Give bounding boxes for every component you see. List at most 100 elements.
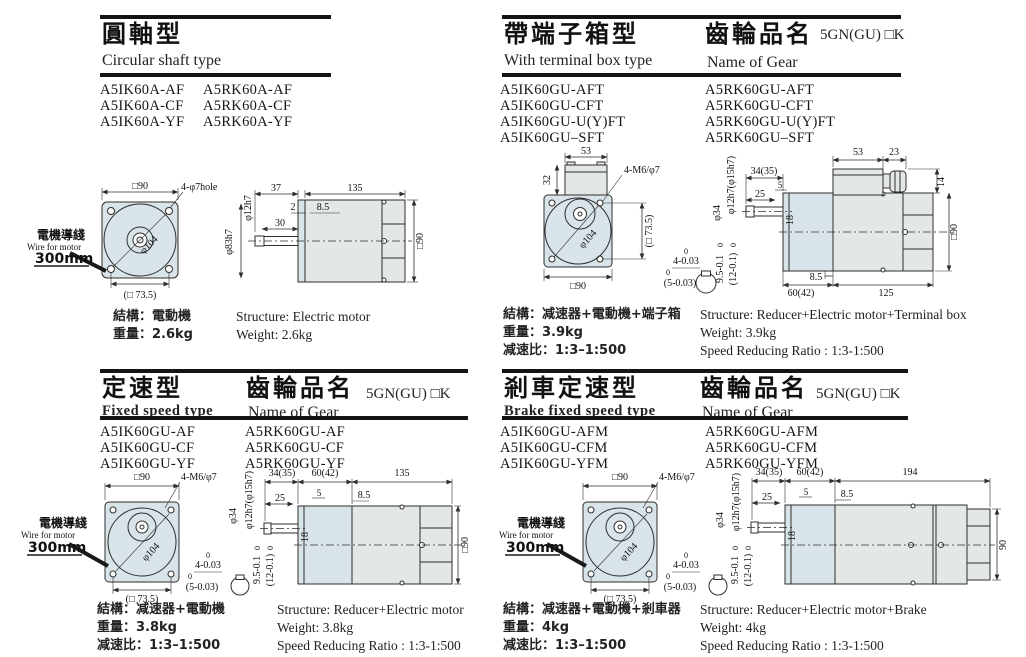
spec-line: Speed Reducing Ratio : 1:3-1:500: [277, 638, 461, 653]
model-number: A5IK60A-AF: [100, 82, 185, 98]
model-number: A5RK60A-AF: [203, 82, 293, 98]
q3-models-col2: A5RK60GU-AF A5RK60GU-CF A5RK60GU-YF: [245, 424, 345, 472]
terminal-box: [564, 164, 608, 196]
dim-32: 32: [542, 175, 553, 185]
wire-length: 300mm: [35, 251, 93, 267]
tol-12: (12-0.1): [728, 253, 739, 286]
q4-shaft-section-detail: 0 4-0.03 0 (5-0.03) 0 9.5-0.1 0 (12-0.1): [664, 546, 754, 596]
motor-wire: [546, 542, 587, 568]
rule: [502, 369, 908, 373]
spec-line: 减速比：1:3–1:500: [503, 343, 627, 358]
q3-gear-title-zh: 齒輪品名: [246, 374, 354, 402]
spec-line: Weight: 3.9kg: [700, 325, 777, 340]
model-number: A5RK60GU-AF: [245, 424, 345, 440]
q4-specs-zh: 結構：减速器+電動機+剎車器 重量：4kg 减速比：1:3–1:500: [503, 601, 681, 655]
dim-sq90: □90: [134, 472, 150, 483]
dimension-lines: [751, 478, 1001, 581]
dimension-lines: [264, 479, 461, 585]
dim-14: 14: [936, 177, 947, 187]
dim-sq90: □90: [132, 181, 148, 192]
tol-95: 9.5-0.1: [715, 255, 726, 283]
spec-line: Weight: 4kg: [700, 620, 767, 635]
dim-53: 53: [853, 147, 863, 158]
spec-line: 减速比：1:3–1:500: [503, 638, 627, 653]
spec-line: 結構：减速器+電動機: [97, 602, 225, 617]
q2-specs-en: Structure: Reducer+Electric motor+Termin…: [700, 306, 967, 360]
dim-135: 135: [348, 183, 363, 194]
rule: [100, 369, 468, 373]
q2-side-view: 34(35) 5 25 φ34 φ12h7(φ15h7) 18 53 23 14…: [712, 147, 960, 299]
dim-dia34: φ34: [712, 205, 723, 221]
dim-18: 18: [785, 215, 796, 225]
q3-models-col1: A5IK60GU-AF A5IK60GU-CF A5IK60GU-YF: [100, 424, 195, 472]
brake-end-cap: [966, 508, 991, 581]
model-number: A5RK60GU-AFT: [705, 82, 815, 98]
q1-technical-drawing: φ104 □90 4-φ7hole (□ 73.5) 電機導綫 Wire for…: [27, 181, 426, 301]
spec-line: 結構：電動機: [113, 309, 192, 324]
dim-3435: 34(35): [751, 166, 778, 177]
spec-line: 結構：减速器+電動機+剎車器: [503, 602, 681, 617]
tol-0: 0: [744, 546, 753, 550]
rule: [502, 15, 901, 19]
cable-gland-neck: [882, 173, 891, 189]
q3-title-zh: 定速型: [102, 374, 183, 402]
dim-dia83: φ83h7: [224, 229, 235, 255]
q4-title-en: Brake fixed speed type: [504, 403, 656, 419]
dim-8-5: 8.5: [841, 489, 854, 500]
dim-25: 25: [762, 492, 772, 503]
q3-shaft-section-detail: 0 4-0.03 0 (5-0.03) 0 9.5-0.1 0 (12-0.1): [186, 546, 276, 596]
q2-models-col2: A5RK60GU-AFT A5RK60GU-CFT A5RK60GU-U(Y)F…: [705, 82, 835, 146]
dim-holes: 4-φ7hole: [181, 182, 218, 193]
q2-models-col1: A5IK60GU-AFT A5IK60GU-CFT A5IK60GU-U(Y)F…: [500, 82, 625, 146]
dimension-lines: [101, 188, 184, 288]
q3-specs-en: Structure: Reducer+Electric motor Weight…: [277, 601, 464, 655]
q3-technical-drawing: φ104 □90 4-M6/φ7 (□ 73.5) 電機導綫 Wire for …: [21, 468, 471, 605]
model-number: A5RK60GU-U(Y)FT: [705, 114, 836, 130]
q1-specs-zh: 結構：電動機 重量：2.6kg: [113, 308, 193, 344]
spec-line: Structure: Electric motor: [236, 309, 371, 324]
spec-line: 减速比：1:3–1:500: [97, 638, 221, 653]
q4-technical-drawing: φ104 □90 4-M6/φ7 (□ 73.5) 電機導綫 Wire for …: [499, 467, 1009, 605]
wire-label-en: Wire for motor: [27, 242, 81, 252]
q4-models-col2: A5RK60GU-AFM A5RK60GU-CFM A5RK60GU-YFM: [705, 424, 818, 472]
tol-0: 0: [731, 546, 740, 550]
model-number: A5RK60GU-YFM: [705, 456, 819, 472]
spec-line: Structure: Reducer+Electric motor+Brake: [700, 602, 927, 617]
spec-line: Structure: Reducer+Electric motor: [277, 602, 464, 617]
wire-label-zh: 電機導綫: [37, 227, 85, 242]
dim-m6: 4-M6/φ7: [624, 165, 660, 176]
model-number: A5IK60GU-CFT: [500, 98, 604, 114]
dim-25: 25: [275, 493, 285, 504]
dim-30: 30: [275, 218, 285, 229]
tol-12: (12-0.1): [743, 554, 754, 587]
dim-sq735: (□ 73.5): [644, 215, 655, 248]
spec-line: Weight: 3.8kg: [277, 620, 354, 635]
model-number: A5RK60GU-CFT: [705, 98, 814, 114]
dimension-lines: [104, 481, 181, 594]
q2-gear-code: 5GN(GU) □K: [820, 27, 905, 43]
q4-title-zh: 剎車定速型: [504, 374, 639, 402]
q1-specs-en: Structure: Electric motor Weight: 2.6kg: [236, 308, 370, 344]
model-number: A5RK60GU-YF: [245, 456, 345, 472]
tol-0: 0: [729, 243, 738, 247]
dim-25: 25: [755, 189, 765, 200]
q4-gear-code: 5GN(GU) □K: [816, 386, 901, 402]
dim-dia34: φ34: [715, 512, 726, 528]
tol-5: (5-0.03): [186, 582, 219, 593]
dim-3435: 34(35): [756, 467, 783, 478]
spec-line: 重量：3.8kg: [97, 620, 177, 635]
spec-line: 重量：2.6kg: [113, 327, 193, 342]
dim-90: 90: [998, 540, 1009, 550]
wire-length: 300mm: [506, 540, 564, 556]
dim-shaft1215: φ12h7(φ15h7): [726, 156, 737, 214]
tol-0: 0: [206, 551, 210, 560]
q2-title-zh: 帶端子箱型: [504, 20, 639, 48]
q1-side-view: 37 135 2 8.5 30 φ12h7 φ83h7 □90: [224, 183, 426, 283]
dim-18: 18: [300, 532, 311, 542]
dim-5: 5: [804, 487, 809, 497]
motor-wire: [69, 251, 107, 273]
model-number: A5RK60GU-CF: [245, 440, 345, 456]
motor-wire: [68, 542, 109, 568]
gearbox-face: [104, 501, 180, 583]
